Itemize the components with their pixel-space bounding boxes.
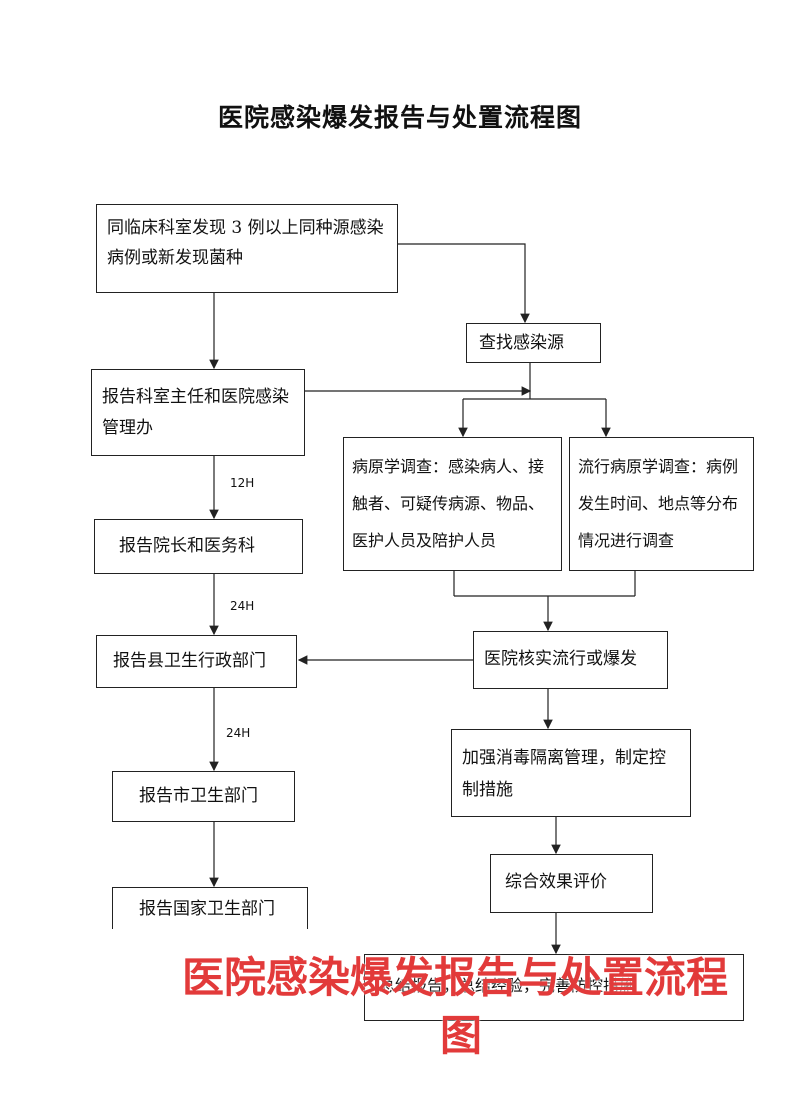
report-city-box: 报告市卫生部门 [112,771,295,822]
time-label-12h: 12H [230,476,255,490]
report-dean-box: 报告院长和医务科 [94,519,303,574]
disinfection-control-box: 加强消毒隔离管理，制定控制措施 [451,729,691,817]
verify-outbreak-box: 医院核实流行或爆发 [473,631,668,689]
watermark-line-1: 医院感染爆发报告与处置流程 [182,953,729,1002]
report-nation-box: 报告国家卫生部门 [112,887,308,929]
time-label-24h-a: 24H [230,599,255,613]
report-county-box: 报告县卫生行政部门 [96,635,297,688]
evaluation-box: 综合效果评价 [490,854,653,913]
summary-box: 总结报告，总结经验，完善防控措施 [364,954,744,1021]
pathogen-survey-box: 病原学调查：感染病人、接触者、可疑传病源、物品、医护人员及陪护人员 [343,437,562,571]
report-dept-box: 报告科室主任和医院感染管理办 [91,369,305,456]
find-source-box: 查找感染源 [466,323,601,363]
time-label-24h-b: 24H [226,726,251,740]
epidemiology-survey-box: 流行病原学调查：病例发生时间、地点等分布情况进行调查 [569,437,754,571]
page-title: 医院感染爆发报告与处置流程图 [217,103,582,132]
discover-box: 同临床科室发现 3 例以上同种源感染病例或新发现菌种 [96,204,398,293]
watermark-line-2: 图 [440,1011,483,1060]
